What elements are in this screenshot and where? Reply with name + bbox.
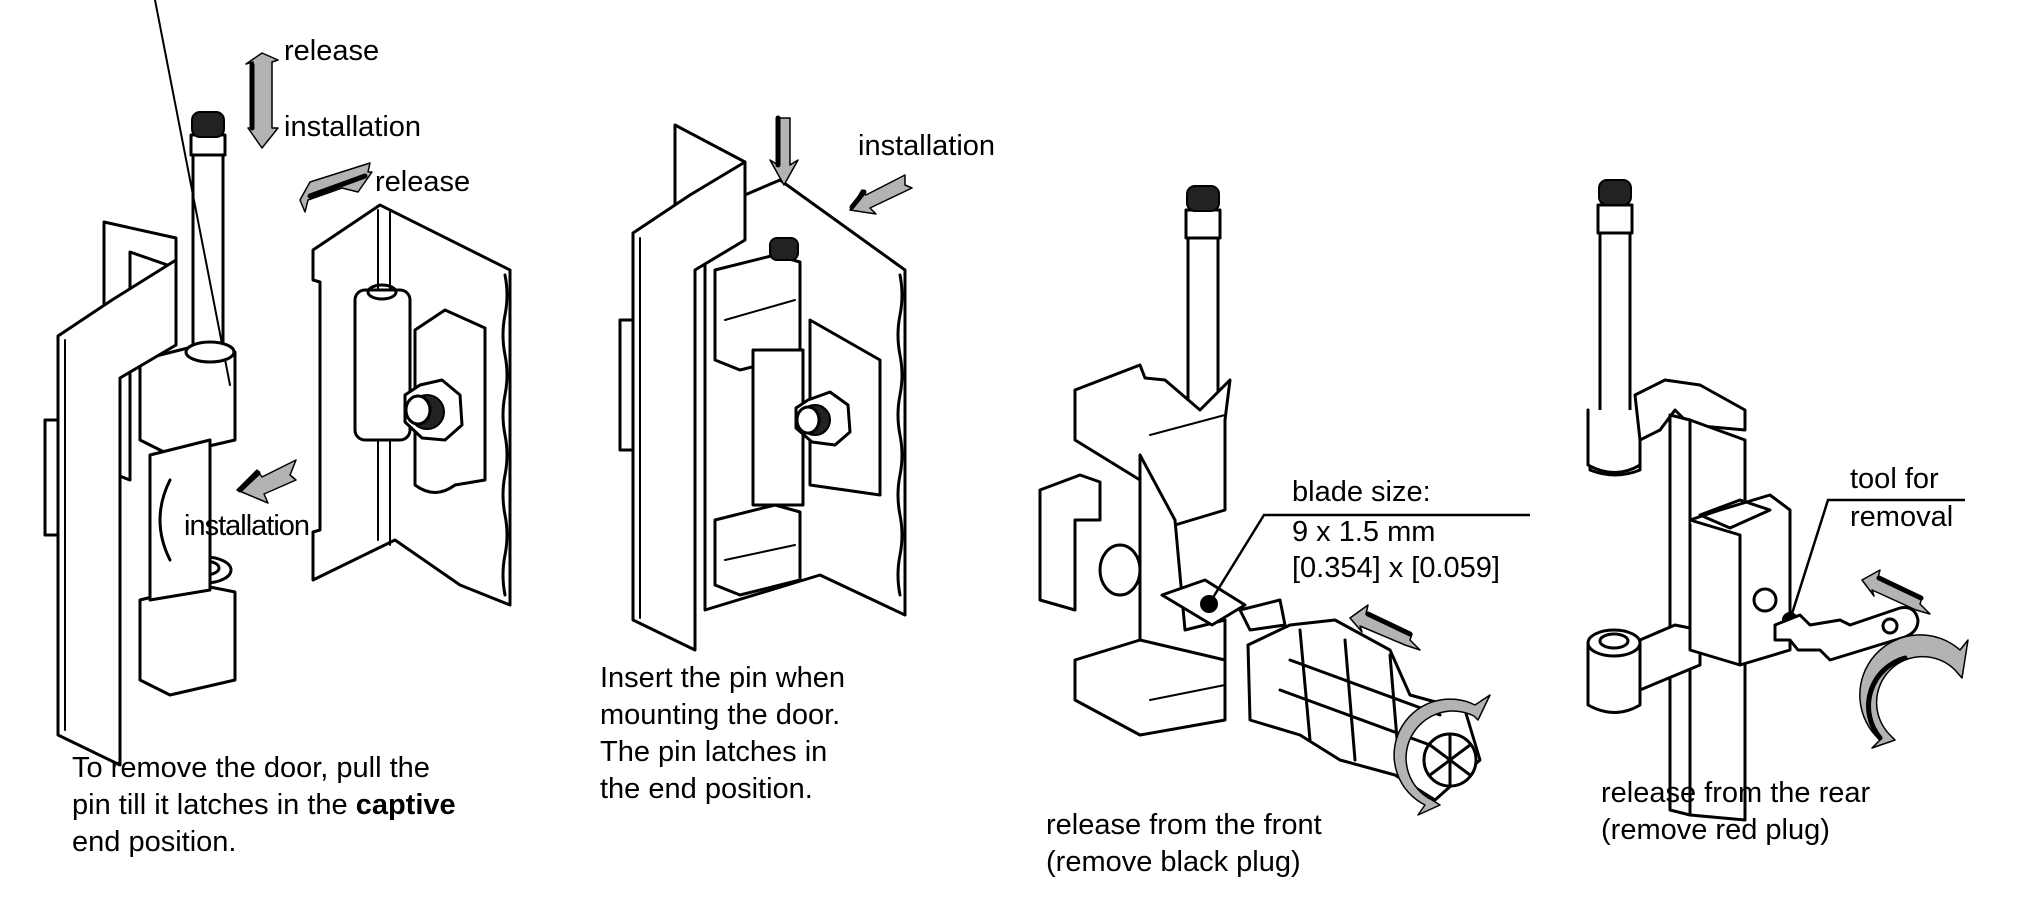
pin-release-label: release: [284, 35, 380, 67]
caption-line: release from the rear: [1601, 777, 1871, 809]
caption-text: pin till it latches in the: [72, 789, 356, 821]
caption-line: mounting the door.: [600, 699, 841, 731]
rear-rotate-arrow: [1859, 634, 1969, 749]
tool-callout-leader: [1788, 498, 1965, 621]
pin-release-installation-arrow: [245, 52, 279, 149]
lock-box: [1688, 493, 1792, 667]
door-release-label: release: [375, 166, 471, 198]
side-plug: [1038, 473, 1102, 612]
caption-line: To remove the door, pull the: [72, 752, 430, 784]
tool-for-removal-line1: tool for: [1850, 463, 1939, 495]
pin-head: [769, 237, 799, 261]
caption-line: pin till it latches in the captive: [72, 787, 456, 824]
hinge-pin: [1596, 179, 1634, 432]
panel-4-caption: release from the rear (remove red plug): [1601, 775, 1870, 849]
blade-size-title: blade size:: [1292, 476, 1431, 508]
door-release-arrow: [299, 162, 373, 213]
lower-knuckle: [138, 583, 237, 697]
upper-leaf: [1633, 378, 1747, 442]
rear-push-arrow: [1861, 569, 1931, 615]
pin-installation-label: installation: [284, 111, 422, 143]
front-push-arrow: [1349, 604, 1421, 651]
hinge-pin: [189, 111, 227, 382]
panel-2-caption: Insert the pin when mounting the door. T…: [600, 660, 845, 808]
panel-1-hinge-illustration: [43, 0, 512, 767]
front-rotate-arrow: [1393, 694, 1491, 816]
door-installation-arrow: [236, 459, 297, 504]
pin-installation-arrow: [769, 115, 799, 186]
blade-callout-leader: [1207, 513, 1530, 605]
caption-emphasis: captive: [355, 789, 456, 821]
lower-knuckle: [1073, 638, 1227, 737]
hinge-body: [148, 438, 212, 602]
caption-line: The pin latches in: [600, 736, 828, 768]
caption-line: end position.: [72, 826, 237, 858]
door-installation-arrow: [849, 174, 913, 215]
door-installation-label: installation: [184, 510, 310, 542]
panel-4-rear-release-illustration: [1586, 179, 1969, 822]
frame-front: [631, 160, 747, 652]
upper-knuckle: [1586, 408, 1642, 474]
removal-tool: [1773, 606, 1920, 662]
lower-knuckle: [713, 503, 802, 597]
door-bracket: [311, 203, 512, 607]
caption-line: Insert the pin when: [600, 662, 846, 694]
blade-size-metric: 9 x 1.5 mm: [1292, 516, 1436, 548]
panel-3-caption: release from the front (remove black plu…: [1046, 807, 1322, 881]
caption-line: (remove red plug): [1601, 814, 1830, 846]
caption-line: (remove black plug): [1046, 846, 1301, 878]
blade-size-imperial: [0.354] x [0.059]: [1292, 552, 1500, 584]
caption-line: the end position.: [600, 773, 813, 805]
caption-line: release from the front: [1046, 809, 1322, 841]
door-frame-front: [56, 258, 178, 767]
panel-3-front-release-illustration: [1038, 185, 1530, 816]
tool-for-removal-line2: removal: [1850, 501, 1954, 533]
panel-1-caption: To remove the door, pull the pin till it…: [72, 750, 456, 861]
panel-2-installed-hinge-illustration: [618, 115, 913, 652]
vertical-web: [1668, 413, 1692, 817]
installation-label: installation: [858, 130, 996, 162]
